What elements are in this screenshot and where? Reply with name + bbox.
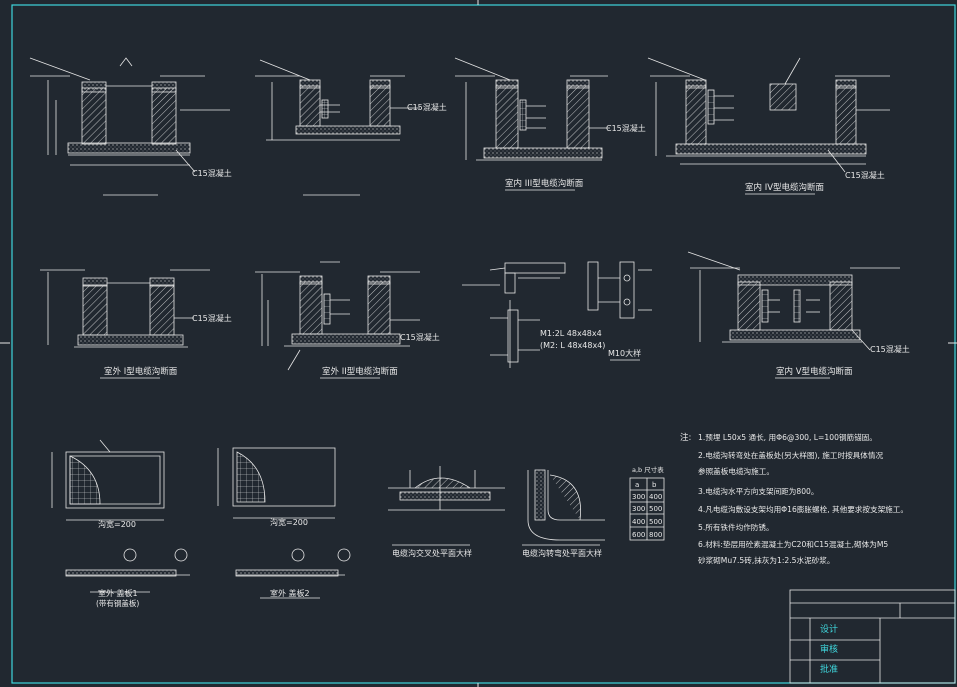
label-m10: M10大样 bbox=[608, 348, 641, 358]
dimension-table-title: a,b 尺寸表 bbox=[632, 465, 664, 474]
table-header-a: a bbox=[635, 481, 639, 489]
note-line-3: 参照盖板电缆沟施工。 bbox=[698, 466, 774, 476]
title-block-sign-2: 审核 bbox=[820, 643, 838, 655]
section-title-indoor-4: 室内 IV型电缆沟断面 bbox=[745, 182, 825, 193]
label-bracket-spec2: (M2: L 48x48x4) bbox=[540, 341, 605, 350]
section-title-outdoor-2: 室外 II型电缆沟断面 bbox=[322, 366, 398, 377]
label-c15-7: C15混凝土 bbox=[870, 344, 910, 354]
notes-title: 注: bbox=[680, 432, 691, 443]
label-c15-3: C15混凝土 bbox=[606, 123, 646, 133]
label-c15-1: C15混凝土 bbox=[192, 168, 232, 178]
table-cell-2-b: 500 bbox=[649, 518, 662, 526]
section-indoor-4 bbox=[647, 57, 890, 173]
title-block bbox=[789, 589, 956, 684]
note-line-2: 2.电缆沟转弯处在盖板处(另大样图), 施工时按具体情况 bbox=[698, 450, 883, 460]
table-cell-1-a: 300 bbox=[632, 505, 645, 513]
note-line-8: 砂浆砌Mu7.5砖,抹灰为1:2.5水泥砂浆。 bbox=[698, 555, 834, 565]
label-plan-width-1: 沟宽=200 bbox=[98, 519, 136, 529]
section-title-indoor-5: 室内 V型电缆沟断面 bbox=[776, 366, 853, 377]
table-cell-3-a: 600 bbox=[632, 531, 645, 539]
note-line-6: 5.所有铁件均作防锈。 bbox=[698, 522, 774, 532]
label-junction-bend: 电缆沟转弯处平面大样 bbox=[522, 548, 602, 558]
note-line-7: 6.材料:垫层用砼素混凝土为C20和C15混凝土,砌体为M5 bbox=[698, 539, 888, 549]
table-cell-2-a: 400 bbox=[632, 518, 645, 526]
section-indoor-5 bbox=[687, 251, 900, 379]
label-c15-5: C15混凝土 bbox=[192, 313, 232, 323]
table-cell-0-b: 400 bbox=[649, 493, 662, 501]
label-c15-6: C15混凝土 bbox=[400, 332, 440, 342]
note-line-1: 1.预埋 L50x5 通长, 用Φ6@300, L=100钢筋锚固。 bbox=[698, 432, 877, 442]
label-c15-2: C15混凝土 bbox=[407, 102, 447, 112]
note-line-5: 4.凡电缆沟敷设支架均用Φ16膨胀螺栓, 其他要求按支架施工。 bbox=[698, 504, 908, 514]
title-block-sign-1: 设计 bbox=[820, 623, 838, 635]
junction-bend-detail bbox=[522, 469, 605, 546]
table-cell-3-b: 800 bbox=[649, 531, 662, 539]
label-outdoor-plan-1: 室外 盖板1 bbox=[98, 588, 138, 598]
title-block-sign-3: 批准 bbox=[820, 663, 838, 675]
table-header-b: b bbox=[652, 481, 657, 489]
dimension-table bbox=[629, 477, 665, 541]
label-outdoor-plan-1-sub: (带有钢盖板) bbox=[96, 598, 139, 608]
bracket-detail bbox=[462, 261, 652, 368]
label-outdoor-plan-2: 室外 盖板2 bbox=[270, 588, 310, 598]
section-indoor-3 bbox=[454, 57, 610, 161]
note-line-4: 3.电缆沟水平方向支架间距为800。 bbox=[698, 486, 818, 496]
table-cell-0-a: 300 bbox=[632, 493, 645, 501]
label-bracket-spec: M1:2L 48x48x4 bbox=[540, 329, 602, 338]
section-indoor-2 bbox=[255, 59, 420, 196]
junction-cross-detail bbox=[388, 466, 505, 546]
section-title-indoor-3: 室内 III型电缆沟断面 bbox=[505, 178, 584, 189]
section-outdoor-2 bbox=[255, 261, 420, 379]
section-outdoor-1 bbox=[40, 269, 210, 379]
label-plan-width-2: 沟宽=200 bbox=[270, 517, 308, 527]
table-cell-1-b: 500 bbox=[649, 505, 662, 513]
plan-cover-2 bbox=[217, 447, 351, 599]
section-indoor-1 bbox=[29, 57, 230, 196]
plan-cover-1 bbox=[51, 439, 190, 593]
sheet-border bbox=[11, 4, 956, 684]
section-title-outdoor-1: 室外 I型电缆沟断面 bbox=[104, 366, 178, 377]
label-junction-cross: 电缆沟交叉处平面大样 bbox=[392, 548, 472, 558]
label-c15-4: C15混凝土 bbox=[845, 170, 885, 180]
